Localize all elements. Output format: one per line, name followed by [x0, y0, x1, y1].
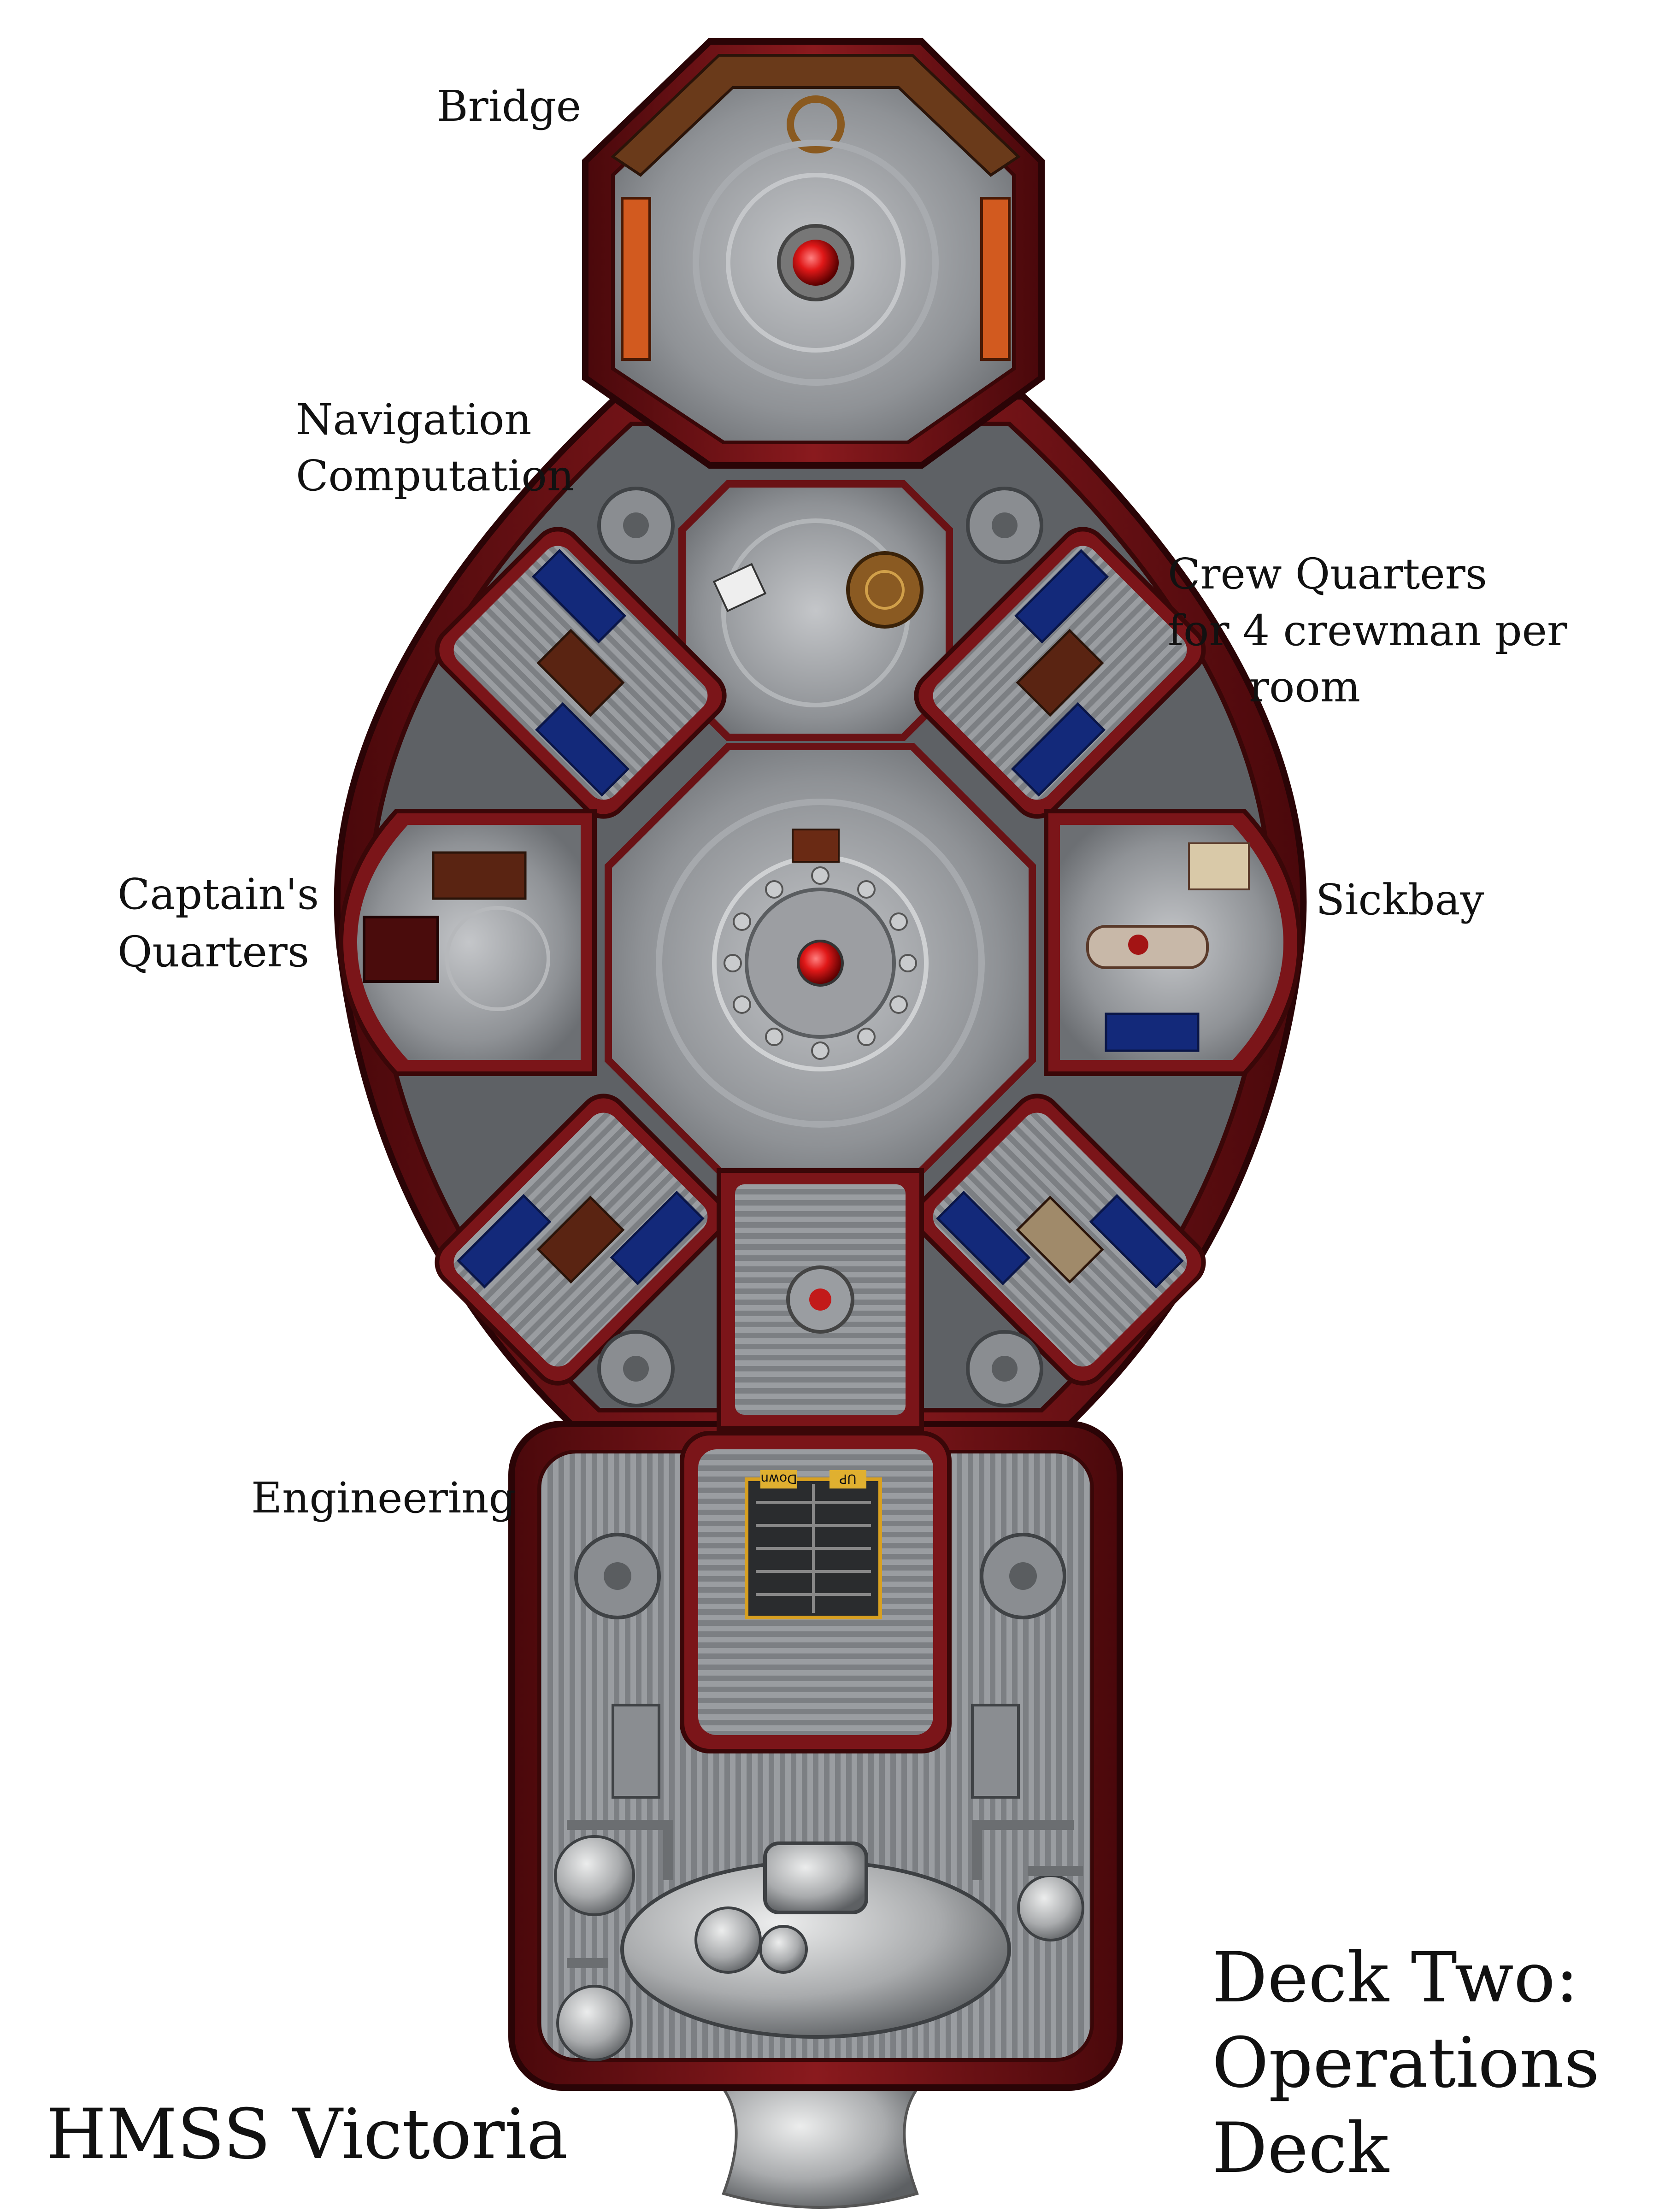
- captains-quarters-label: Captain's: [118, 870, 319, 919]
- hub-core-icon: [797, 940, 844, 987]
- crew-quarters-label: Crew Quarters: [1168, 549, 1487, 599]
- stairs-down-label: Down: [760, 1471, 797, 1487]
- orrery-icon: [846, 551, 924, 629]
- navigation-label: Navigation: [296, 395, 532, 444]
- crew-quarters-lower-left: [435, 1094, 727, 1386]
- engine-turbine: [763, 1841, 868, 1914]
- crew-quarters-lower-right: [914, 1094, 1206, 1386]
- computation-label: Computation: [296, 451, 575, 500]
- crew-quarters-room-label: room: [1249, 662, 1360, 712]
- engineering-label: Engineering: [251, 1473, 516, 1523]
- stairs-up-label: UP: [839, 1471, 856, 1487]
- sickbay-room: [1044, 809, 1302, 1076]
- bridge-label: Bridge: [437, 82, 582, 131]
- ship-name-label: HMSS Victoria: [46, 2094, 568, 2175]
- exhaust-nozzle: [716, 2082, 925, 2209]
- deck-title-line3: Deck: [1212, 2108, 1389, 2188]
- deck-title-line1: Deck Two:: [1212, 1938, 1579, 2018]
- hub-seat-ring: [724, 866, 917, 1060]
- deck-title-line2: Operations: [1212, 2023, 1600, 2103]
- ships-wheel-icon: [787, 95, 845, 153]
- crew-quarters-upper-left: [435, 527, 727, 819]
- captains-quarters-label-line2: Quarters: [118, 927, 310, 977]
- bridge-console: [611, 54, 1021, 177]
- crew-quarters-upper-right: [914, 527, 1206, 819]
- sickbay-label: Sickbay: [1316, 875, 1484, 924]
- crew-quarters-detail-label: for 4 crewman per: [1168, 606, 1568, 655]
- captains-quarters: [338, 809, 597, 1076]
